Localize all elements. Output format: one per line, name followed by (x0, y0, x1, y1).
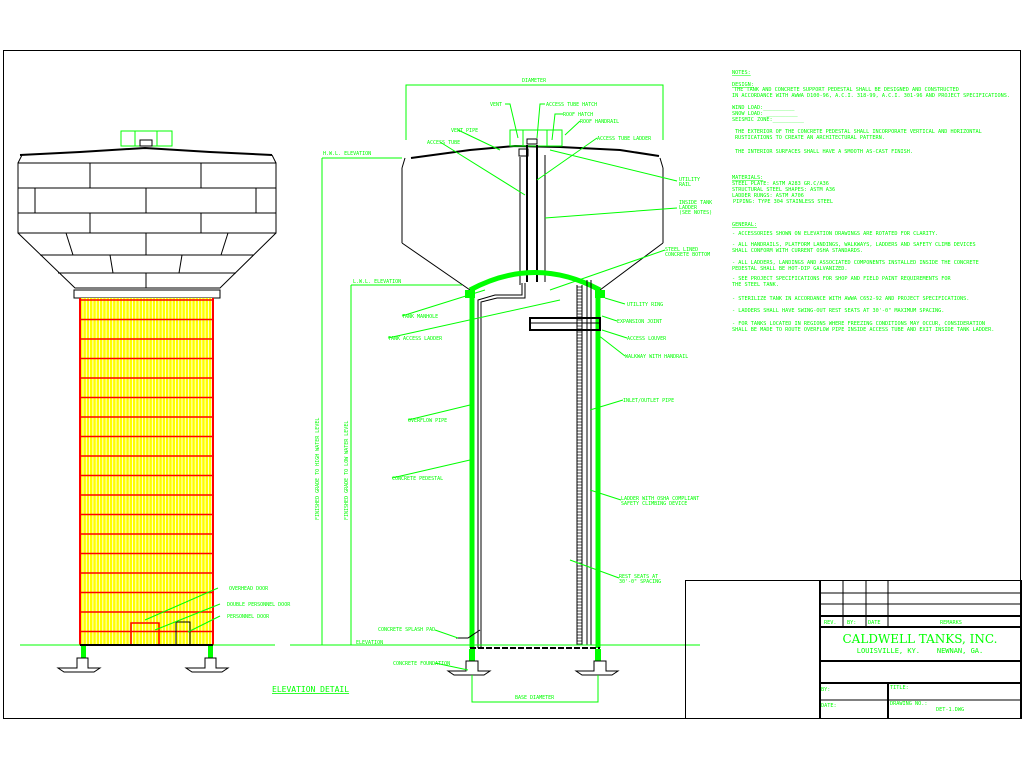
dim-low-water: FINISHED GRADE TO LOW WATER LEVEL (344, 421, 350, 520)
by-header: BY: (847, 620, 856, 626)
label-rest-seats-2: 30'-0" SPACING (619, 579, 661, 585)
general-heading: GENERAL: (732, 222, 757, 228)
design-heading: DESIGN: (732, 82, 754, 88)
label-splash-pad: CONCRETE SPLASH PAD (378, 627, 435, 633)
elevation-view: OVERHEAD DOOR DOUBLE PERSONNEL DOOR PERS… (17, 130, 349, 694)
title-label: TITLE: (890, 685, 909, 691)
label-lwl: L.W.L. ELEVATION (353, 279, 401, 285)
label-access-tube-ladder: ACCESS TUBE LADDER (597, 136, 652, 142)
general-note: PEDESTAL SHALL BE HOT-DIP GALVANIZED. (732, 266, 848, 272)
label-access-tube: ACCESS TUBE (427, 140, 460, 146)
rev-header: REV. (824, 620, 837, 626)
label-rest-seats: REST SEATS AT (619, 574, 658, 580)
exterior-note-2: RUSTICATIONS TO CREATE AN ARCHITECTURAL … (735, 135, 885, 141)
materials-heading: MATERIALS: (732, 175, 763, 181)
drawing-no-label: DRAWING NO.: (890, 701, 927, 707)
sheet-border (3, 50, 1021, 719)
material-item: STRUCTURAL STEEL SHAPES: ASTM A36 (732, 187, 835, 193)
general-note: SHALL BE MADE TO ROUTE OVERFLOW PIPE INS… (732, 327, 994, 333)
label-inside-tank-ladder: INSIDE TANK (679, 200, 712, 206)
general-note: - LADDERS SHALL HAVE SWING-OUT REST SEAT… (732, 308, 944, 314)
label-vent-pipe: VENT PIPE (451, 128, 478, 134)
label-roof-handrail: ROOF HANDRAIL (580, 119, 619, 125)
label-utility-rail-2: RAIL (679, 182, 691, 188)
material-item: PIPING: TYPE 304 STAINLESS STEEL (733, 199, 833, 205)
label-steel-lined: STEEL LINED (665, 247, 698, 253)
general-note: THE STEEL TANK. (732, 282, 779, 288)
company-locations: LOUISVILLE, KY. NEWNAN, GA. (857, 647, 983, 655)
title-block: REV. BY: DATE REMARKS CALDWELL TANKS, IN… (685, 580, 1022, 719)
notes: NOTES: DESIGN: THE TANK AND CONCRETE SUP… (732, 70, 1010, 333)
label-base-diameter: BASE DIAMETER (515, 695, 555, 701)
general-note: - FOR TANKS LOCATED IN REGIONS WHERE FRE… (732, 321, 985, 327)
label-inside-tank-ladder-3: (SEE NOTES) (679, 210, 712, 216)
drawing-no: DET-1.DWG (936, 707, 964, 713)
label-personnel-door: PERSONNEL DOOR (227, 614, 270, 620)
general-note: - STERILIZE TANK IN ACCORDANCE WITH AWWA… (732, 296, 969, 302)
interior-note: THE INTERIOR SURFACES SHALL HAVE A SMOOT… (735, 149, 913, 155)
label-inside-tank-ladder-2: LADDER (679, 205, 698, 211)
label-tank-access-ladder: TANK ACCESS LADDER (388, 336, 443, 342)
general-note: - ALL LADDERS, LANDINGS AND ASSOCIATED C… (732, 260, 979, 266)
label-ladder-osha-2: SAFETY CLIMBING DEVICE (621, 501, 687, 507)
label-ladder-osha: LADDER WITH OSHA COMPLIANT (621, 496, 699, 502)
general-note: - SEE PROJECT SPECIFICATIONS FOR SHOP AN… (732, 276, 951, 282)
label-hwl: H.W.L. ELEVATION (323, 151, 371, 157)
material-item: LADDER RUNGS: ASTM A706 (732, 193, 804, 199)
by-label: BY: (821, 687, 830, 693)
pedestal-elevation (80, 298, 213, 645)
remarks-header: REMARKS (940, 620, 962, 626)
design-note-1: THE TANK AND CONCRETE SUPPORT PEDESTAL S… (734, 87, 959, 93)
notes-heading: NOTES: (732, 70, 751, 76)
wind-load: WIND LOAD:__________ (732, 105, 795, 111)
snow-load: SNOW LOAD: __________ (732, 111, 798, 117)
elevation-detail-title: ELEVATION DETAIL (272, 685, 349, 694)
design-note-2: IN ACCORDANCE WITH AWWA D100-96, A.C.I. … (732, 93, 1010, 99)
label-concrete-pedestal: CONCRETE PEDESTAL (392, 476, 443, 482)
material-item: STEEL PLATE: ASTM A283 GR.C/A36 (732, 181, 829, 187)
section-view: DIAMETER FINISHED GRADE TO HIGH WATER LE… (290, 78, 712, 703)
label-access-louver: ACCESS LOUVER (627, 336, 667, 342)
label-roof-hatch: ROOF HATCH (563, 112, 593, 118)
label-tank-manhole: TANK MANHOLE (402, 314, 438, 320)
company-name: CALDWELL TANKS, INC. (843, 632, 998, 646)
label-access-tube-hatch: ACCESS TUBE HATCH (546, 102, 597, 108)
label-double-personnel-door: DOUBLE PERSONNEL DOOR (227, 602, 291, 608)
general-note: - ALL HANDRAILS, PLATFORM LANDINGS, WALK… (732, 242, 976, 248)
exterior-note-1: THE EXTERIOR OF THE CONCRETE PEDESTAL SH… (735, 129, 982, 135)
date-label: DATE: (821, 703, 837, 709)
label-inlet-outlet: INLET/OUTLET PIPE (623, 398, 674, 404)
label-vent: VENT (490, 102, 502, 108)
label-foundation: CONCRETE FOUNDATION (393, 661, 450, 667)
label-steel-lined-2: CONCRETE BOTTOM (665, 252, 710, 258)
general-note: SHALL CONFORM WITH CURRENT OSHA STANDARD… (732, 248, 863, 254)
label-utility-rail: UTILITY (679, 177, 700, 183)
label-elevation: ELEVATION (356, 640, 383, 646)
label-overhead-door: OVERHEAD DOOR (229, 586, 269, 592)
label-diameter: DIAMETER (522, 78, 547, 84)
dim-high-water: FINISHED GRADE TO HIGH WATER LEVEL (315, 418, 321, 520)
date-header: DATE (868, 620, 881, 626)
seismic-zone: SEISMIC ZONE:__________ (732, 117, 805, 123)
general-note: - ACCESSORIES SHOWN ON ELEVATION DRAWING… (732, 231, 938, 237)
label-expansion-joint: EXPANSION JOINT (617, 319, 662, 325)
section-callouts: VENT ACCESS TUBE HATCH ROOF HATCH ROOF H… (378, 102, 712, 667)
label-utility-ring: UTILITY RING (627, 302, 663, 308)
label-overflow-pipe: OVERFLOW PIPE (408, 418, 447, 424)
label-walkway: WALKWAY WITH HANDRAIL (625, 354, 688, 360)
